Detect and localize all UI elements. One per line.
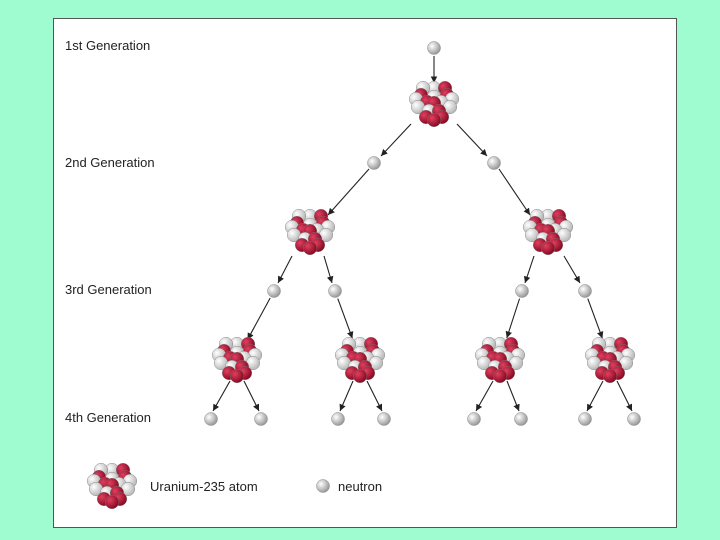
neutron-g1 [428,42,441,55]
arrow-g4-2 [244,381,259,411]
arrow-g4-1 [213,381,230,411]
uranium-atom-g3-2 [335,337,385,383]
neutron-g3-2 [329,285,342,298]
arrow-g3-4 [588,299,603,339]
arrow-g2-c [525,256,534,283]
arrow-g2-d [564,256,580,283]
arrow-g1-right [457,124,487,156]
uranium-atom-g3-1 [212,337,262,383]
neutron-g4-3 [332,413,345,426]
legend-neutron-icon [317,480,330,493]
neutron-g3-1 [268,285,281,298]
neutron-g4-1 [205,413,218,426]
uranium-atom-g2-2 [523,209,573,255]
arrow-g2-a [278,256,292,283]
arrow-g4-3 [340,381,353,411]
uranium-atom-g1 [409,81,459,127]
arrow-g2-1 [328,169,369,215]
arrow-g4-7 [587,381,603,411]
legend-neutron-label: neutron [338,479,382,494]
neutron-g4-2 [255,413,268,426]
neutron-g3-3 [516,285,529,298]
arrow-g3-1 [248,298,271,340]
neutron-g4-4 [378,413,391,426]
neutron-g4-8 [628,413,641,426]
arrow-g4-8 [617,381,632,411]
arrow-g4-4 [367,381,382,411]
arrow-g4-5 [476,381,493,411]
uranium-atom-g3-4 [585,337,635,383]
diagram-panel: 1st Generation 2nd Generation 3rd Genera… [53,18,677,528]
nuclei-layer [87,81,635,509]
legend-atom-label: Uranium-235 atom [150,479,258,494]
neutron-g2-1 [368,157,381,170]
arrow-g3-2 [338,299,353,339]
neutron-g4-7 [579,413,592,426]
neutron-g3-4 [579,285,592,298]
arrow-g1-left [381,124,411,156]
neutron-g4-6 [515,413,528,426]
uranium-atom-g3-3 [475,337,525,383]
legend-atom-icon [87,463,137,509]
chain-reaction-diagram [54,19,678,529]
neutron-g2-2 [488,157,501,170]
uranium-atom-g2-1 [285,209,335,255]
neutron-g4-5 [468,413,481,426]
arrow-g3-3 [507,299,520,338]
arrow-g2-2 [499,169,530,215]
arrow-g2-b [324,256,332,283]
arrow-g4-6 [507,381,519,411]
